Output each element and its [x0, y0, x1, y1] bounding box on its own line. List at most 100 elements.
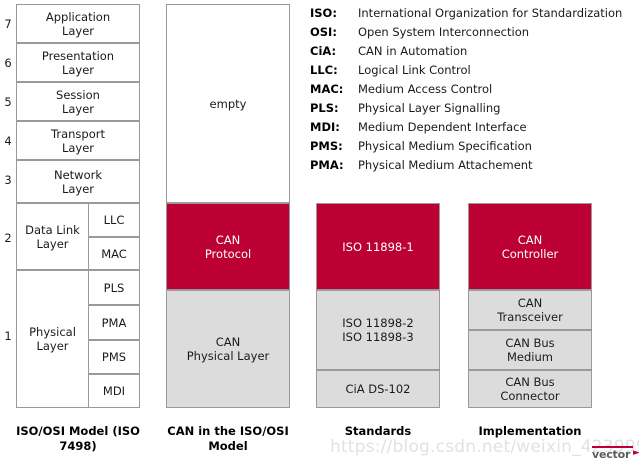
- legend-row: PMA: Physical Medium Attachement: [310, 155, 639, 174]
- legend-text: Physical Layer Signalling: [358, 100, 501, 115]
- osi-sublayer-llc-label: LLC: [103, 213, 125, 227]
- caption-standards: Standards: [308, 424, 448, 439]
- implementation-box-can-bus-connector-line2: Connector: [500, 389, 560, 403]
- can-box-physical-layer-line1: CAN: [215, 335, 241, 349]
- watermark-url: https://blog.csdn.net/weixin_42399934: [330, 437, 639, 457]
- implementation-box-can-transceiver-line2: Transceiver: [497, 310, 563, 324]
- caption-osi-model-line2: (ISO 7498): [59, 424, 140, 453]
- osi-layer-network-line1: Network: [53, 167, 103, 182]
- legend-text: Logical Link Control: [358, 62, 471, 77]
- legend-abbr: PMA:: [310, 157, 344, 172]
- implementation-box-can-bus-medium-line1: CAN Bus: [505, 336, 555, 350]
- osi-sublayer-pls-label: PLS: [103, 280, 125, 295]
- implementation-box-can-transceiver-line1: CAN: [517, 296, 543, 310]
- standards-box-iso-11898-3: ISO 11898-3: [342, 330, 414, 344]
- legend-abbr: PMS:: [310, 138, 343, 153]
- osi-layer-session-line1: Session: [56, 87, 100, 102]
- legend-row: OSI: Open System Interconnection: [310, 22, 639, 41]
- osi-sublayer-llc: LLC: [88, 203, 140, 237]
- osi-layer-session-line2: Layer: [61, 101, 95, 116]
- osi-sublayer-mac: MAC: [88, 237, 140, 270]
- implementation-box-can-controller-line1: CAN: [517, 232, 543, 247]
- standards-box-cia-ds-102: CiA DS-102: [316, 370, 440, 408]
- implementation-box-can-bus-medium-line2: Medium: [507, 350, 553, 364]
- osi-layer-physical-line2: Layer: [36, 339, 69, 353]
- legend-abbr: ISO:: [310, 5, 337, 20]
- osi-layer-application-line2: Layer: [61, 23, 95, 38]
- legend-abbr: PLS:: [310, 100, 339, 115]
- legend-abbr: OSI:: [310, 24, 337, 39]
- standards-box-iso-11898-2: ISO 11898-2: [342, 316, 414, 330]
- osi-sublayer-pma: PMA: [88, 305, 140, 340]
- osi-sublayer-pls: PLS: [88, 270, 140, 305]
- implementation-box-can-bus-connector: CAN Bus Connector: [468, 370, 592, 408]
- caption-implementation-line1: Implementation: [478, 424, 582, 438]
- layer-number-3: 3: [4, 173, 12, 187]
- osi-layer-physical-line1: Physical: [29, 325, 76, 339]
- osi-layer-transport: Transport Layer: [16, 121, 140, 160]
- osi-sublayer-mdi-label: MDI: [102, 384, 126, 398]
- legend-text: Physical Medium Specification: [358, 138, 532, 153]
- can-box-protocol-line2: Protocol: [204, 246, 252, 261]
- vector-logo-text: vector: [592, 448, 631, 461]
- legend-abbr: MAC:: [310, 81, 344, 96]
- legend-text: International Organization for Standardi…: [358, 5, 623, 20]
- layer-number-7: 7: [4, 17, 12, 31]
- standards-box-iso-11898-1-line1: ISO 11898-1: [342, 239, 414, 254]
- osi-layer-transport-line1: Transport: [51, 126, 105, 141]
- layer-number-6: 6: [4, 56, 12, 70]
- osi-layer-application-line1: Application: [45, 9, 111, 24]
- standards-box-iso-11898-1: ISO 11898-1: [316, 203, 440, 290]
- legend-abbr: LLC:: [310, 62, 338, 77]
- legend-row: MDI: Medium Dependent Interface: [310, 117, 639, 136]
- vector-logo-bar: [592, 446, 633, 448]
- legend-abbr: MDI:: [310, 119, 340, 134]
- standards-box-cia-ds-102-line1: CiA DS-102: [345, 382, 411, 396]
- osi-layer-physical: Physical Layer: [16, 270, 89, 408]
- caption-can-in-osi-model-line2: ISO/OSI Model: [208, 424, 289, 453]
- caption-can-in-osi-model-line1: CAN in the: [167, 424, 236, 438]
- legend-row: CiA: CAN in Automation: [310, 41, 639, 60]
- can-box-physical-layer: CAN Physical Layer: [166, 290, 290, 408]
- standards-box-iso-11898-2-3: ISO 11898-2 ISO 11898-3: [316, 290, 440, 370]
- legend-text: Medium Access Control: [358, 81, 493, 96]
- osi-sublayer-pma-label: PMA: [101, 315, 127, 330]
- can-box-protocol: CAN Protocol: [166, 203, 290, 290]
- osi-sublayer-pms: PMS: [88, 340, 140, 374]
- can-box-empty-line1: empty: [209, 96, 247, 111]
- caption-osi-model: ISO/OSI Model (ISO 7498): [8, 424, 148, 454]
- legend-text: CAN in Automation: [358, 43, 468, 58]
- can-box-empty: empty: [166, 4, 290, 203]
- osi-layer-transport-line2: Layer: [61, 140, 95, 155]
- implementation-box-can-transceiver: CAN Transceiver: [468, 290, 592, 330]
- can-box-protocol-line1: CAN: [215, 232, 241, 247]
- layer-number-4: 4: [4, 134, 12, 148]
- implementation-box-can-bus-connector-line1: CAN Bus: [505, 375, 555, 389]
- legend-text: Medium Dependent Interface: [358, 119, 527, 134]
- osi-sublayer-mdi: MDI: [88, 374, 140, 408]
- osi-layer-network: Network Layer: [16, 160, 140, 203]
- layer-number-1: 1: [4, 329, 12, 343]
- osi-layer-network-line2: Layer: [61, 181, 95, 196]
- legend-text: Physical Medium Attachement: [358, 157, 533, 172]
- caption-osi-model-line1: ISO/OSI Model: [16, 424, 109, 438]
- caption-can-in-osi-model: CAN in the ISO/OSI Model: [158, 424, 298, 454]
- osi-layer-data-link-line2: Layer: [36, 236, 69, 251]
- legend-row: LLC: Logical Link Control: [310, 60, 639, 79]
- osi-layer-presentation: Presentation Layer: [16, 43, 140, 82]
- vector-logo: vector ►: [592, 446, 639, 462]
- osi-layer-presentation-line2: Layer: [61, 62, 95, 77]
- vector-logo-mark: ►: [633, 448, 639, 458]
- layer-number-2: 2: [4, 231, 12, 245]
- legend-row: PMS: Physical Medium Specification: [310, 136, 639, 155]
- legend-row: ISO: International Organization for Stan…: [310, 3, 639, 22]
- can-box-physical-layer-line2: Physical Layer: [186, 349, 270, 363]
- abbreviation-legend: ISO: International Organization for Stan…: [310, 3, 639, 174]
- osi-sublayer-pms-label: PMS: [101, 350, 127, 364]
- layer-number-5: 5: [4, 95, 12, 109]
- legend-text: Open System Interconnection: [358, 24, 530, 39]
- caption-standards-line1: Standards: [344, 424, 412, 438]
- caption-implementation: Implementation: [460, 424, 600, 439]
- osi-layer-data-link-line1: Data Link: [25, 222, 80, 237]
